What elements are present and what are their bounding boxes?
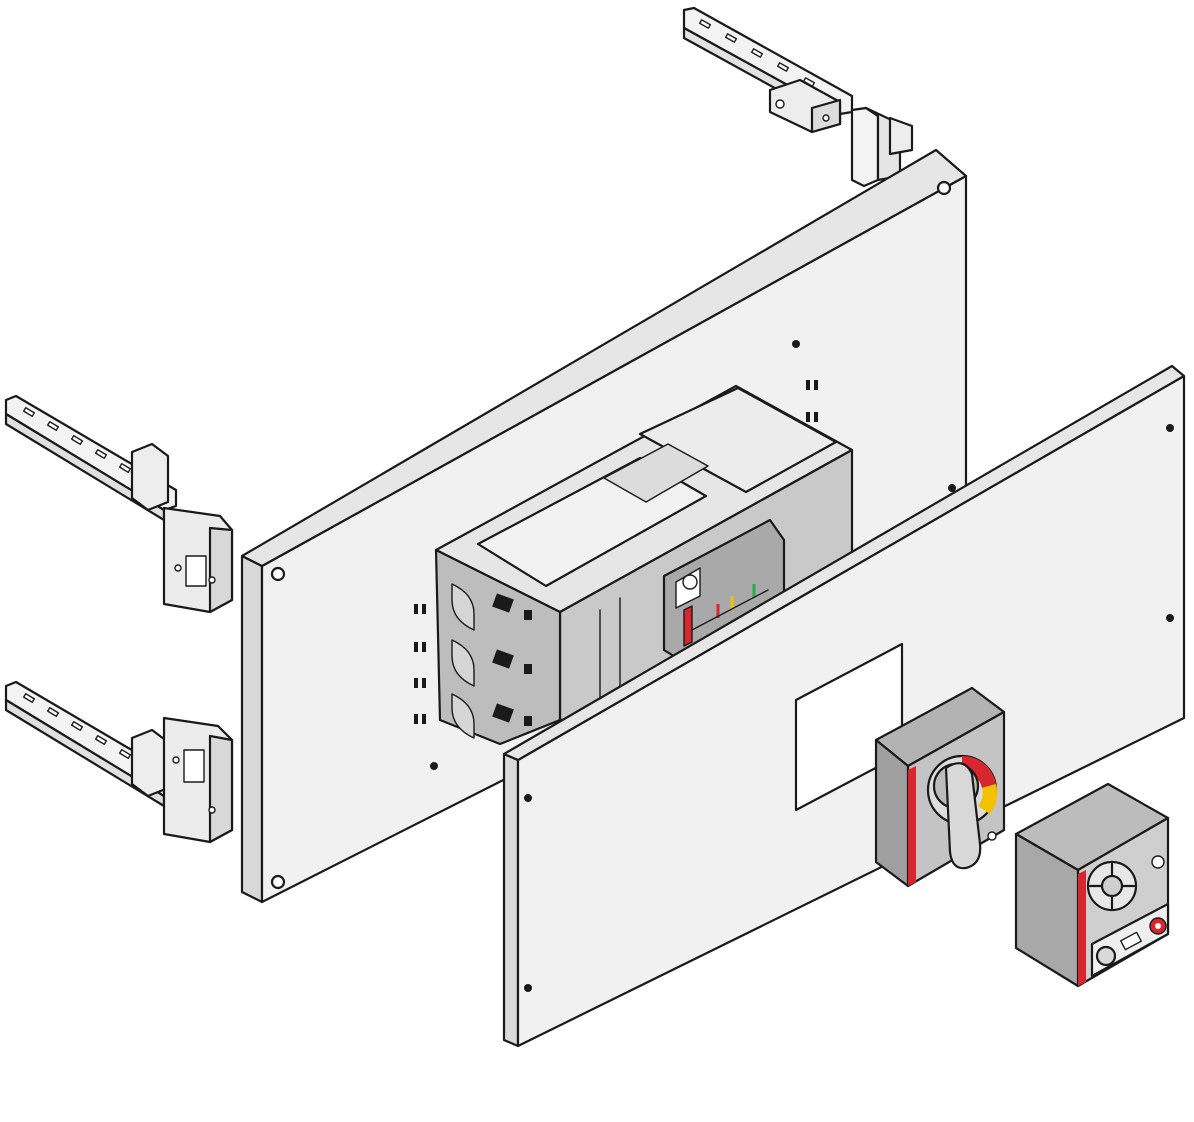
motor-operator [1014, 782, 1170, 988]
upper-mounting-rail [682, 6, 914, 188]
left-mounting-rail-lower [4, 680, 234, 844]
circuit-breaker [434, 384, 854, 746]
rotary-handle-operator [874, 686, 1006, 888]
left-mounting-rail-upper [4, 394, 234, 614]
front-cover-plate [502, 364, 1186, 1048]
